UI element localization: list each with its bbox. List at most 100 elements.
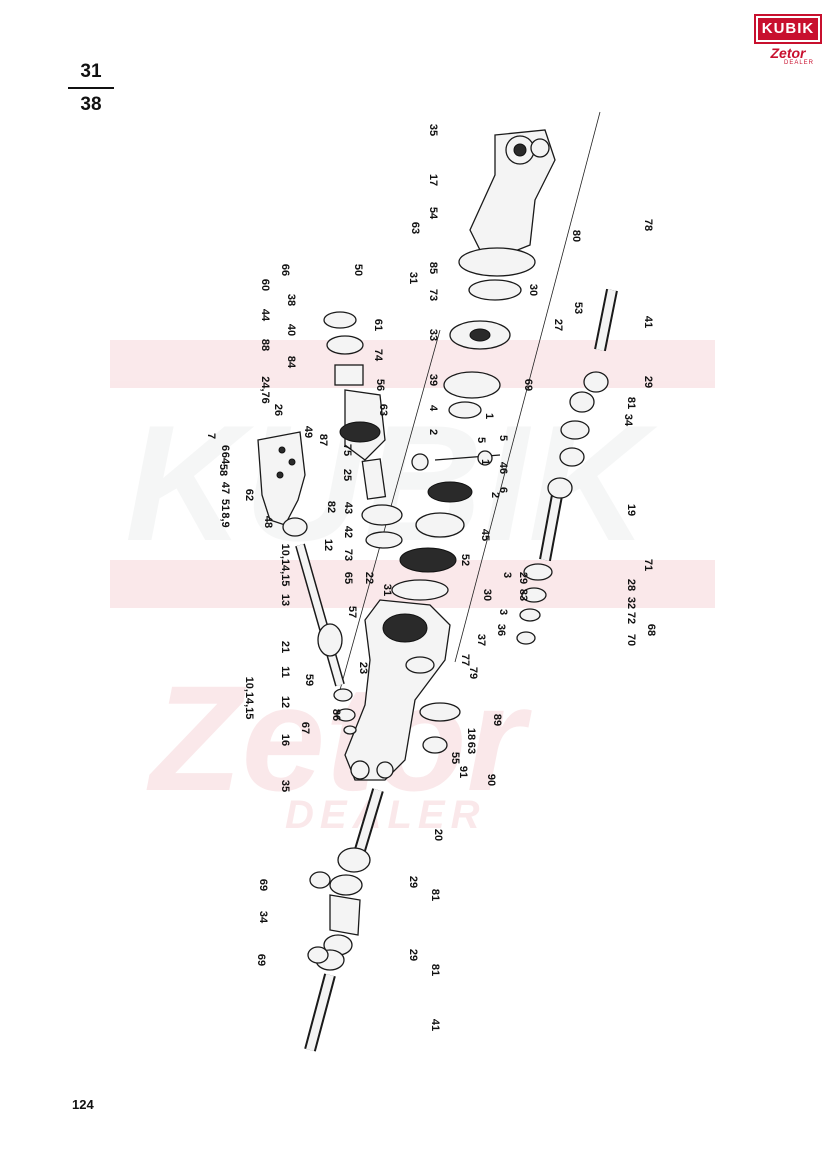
callout-5: 78 <box>642 219 654 231</box>
callout-55: 43 <box>342 502 354 514</box>
callout-81: 59 <box>303 674 315 686</box>
callout-73: 72 <box>625 612 637 624</box>
callout-80: 11 <box>279 666 291 678</box>
callout-67: 29 <box>517 572 529 584</box>
callout-51: 82 <box>325 501 337 513</box>
callout-109: 3 <box>501 572 513 578</box>
callout-92: 91 <box>457 766 469 778</box>
callout-36: 5 <box>497 435 509 441</box>
callout-7: 66 <box>279 264 291 276</box>
fraction-top: 31 <box>80 61 102 82</box>
callout-50: 46 <box>497 462 509 474</box>
callout-32: 81 <box>625 397 637 409</box>
callout-83: 10,14,15 <box>243 677 255 720</box>
callout-45: 51 <box>219 499 231 511</box>
callout-43: 58 <box>217 464 229 476</box>
callout-97: 29 <box>407 876 419 888</box>
callout-33: 34 <box>622 414 634 427</box>
callout-13: 88 <box>259 339 271 351</box>
callout-3: 54 <box>427 207 439 220</box>
callout-61: 73 <box>342 549 354 561</box>
callout-74: 37 <box>475 634 487 646</box>
callout-25: 53 <box>572 302 584 314</box>
callout-24: 30 <box>527 284 539 296</box>
callout-96: 69 <box>257 879 269 891</box>
callout-95: 20 <box>432 829 444 841</box>
callout-77: 68 <box>645 624 657 636</box>
callout-71: 28 <box>625 579 637 591</box>
callout-99: 34 <box>257 911 269 924</box>
callout-75: 77 <box>459 654 471 666</box>
callout-94: 35 <box>279 780 291 792</box>
callout-102: 81 <box>429 964 441 976</box>
fraction-bar <box>68 87 114 89</box>
callout-30: 69 <box>522 379 534 391</box>
page-section-fraction: 31 38 <box>66 62 116 114</box>
callout-21: 31 <box>407 272 419 284</box>
callout-101: 29 <box>407 949 419 961</box>
callout-100: 69 <box>255 954 267 966</box>
callout-63: 22 <box>363 572 375 584</box>
callout-38: 87 <box>317 434 329 446</box>
callout-52: 48 <box>262 516 274 528</box>
callout-17: 24,76 <box>259 376 271 404</box>
callout-48: 25 <box>341 469 353 481</box>
callout-19: 63 <box>377 404 389 416</box>
callout-12: 61 <box>372 319 384 331</box>
callout-10: 44 <box>259 309 271 322</box>
callout-106: 2 <box>489 492 501 498</box>
callout-35: 2 <box>427 429 439 435</box>
callout-89: 16 <box>279 734 291 746</box>
callout-4: 63 <box>409 222 421 234</box>
callout-87: 89 <box>491 714 503 726</box>
callout-84: 12 <box>279 696 291 708</box>
callout-70: 71 <box>642 559 654 571</box>
callout-1: 35 <box>427 124 439 136</box>
callout-59: 10,14,15 <box>279 544 291 587</box>
callout-9: 38 <box>285 294 297 306</box>
callout-34: 4 <box>427 405 439 412</box>
callout-42: 49 <box>302 426 314 438</box>
callout-65: 31 <box>381 584 393 596</box>
callout-62: 65 <box>342 572 354 584</box>
callout-26: 27 <box>552 319 564 331</box>
logo-dealer: DEALER <box>783 60 814 66</box>
callout-91: 55 <box>449 752 461 764</box>
callout-29: 41 <box>642 316 654 328</box>
callout-16: 74 <box>372 349 384 362</box>
callout-60: 13 <box>279 594 291 606</box>
callout-54: 42 <box>342 526 354 538</box>
callout-37: 1 <box>483 413 495 419</box>
callout-68: 83 <box>517 589 529 601</box>
callout-31: 29 <box>642 376 654 388</box>
callout-46: 62 <box>243 489 255 501</box>
callout-20: 26 <box>272 404 284 416</box>
callout-90: 63 <box>465 742 477 754</box>
callout-69: 36 <box>495 624 507 636</box>
callout-104: 3 <box>497 609 509 615</box>
callout-27: 33 <box>427 329 439 341</box>
callout-82: 23 <box>357 662 369 674</box>
callout-57: 52 <box>459 554 471 566</box>
callout-15: 84 <box>285 356 297 369</box>
callout-79: 21 <box>279 641 291 653</box>
page-number: 124 <box>72 1097 94 1112</box>
callout-56: 45 <box>479 529 491 541</box>
callout-78: 79 <box>467 667 479 679</box>
callout-6: 80 <box>570 230 582 242</box>
logo-brand: KUBIK <box>754 14 822 44</box>
callout-72: 32 <box>625 597 637 609</box>
callout-76: 70 <box>625 634 637 646</box>
watermark-dealer: DEALER <box>285 793 485 837</box>
callout-18: 56 <box>374 379 386 391</box>
callout-41: 64 <box>219 452 231 465</box>
callout-108: 5 <box>475 437 487 443</box>
callout-98: 81 <box>429 889 441 901</box>
callout-49: 75 <box>341 444 353 456</box>
callout-58: 19 <box>625 504 637 516</box>
callout-107: 1 <box>479 459 491 465</box>
callout-66: 30 <box>481 589 493 601</box>
callout-105: 6 <box>497 487 509 493</box>
